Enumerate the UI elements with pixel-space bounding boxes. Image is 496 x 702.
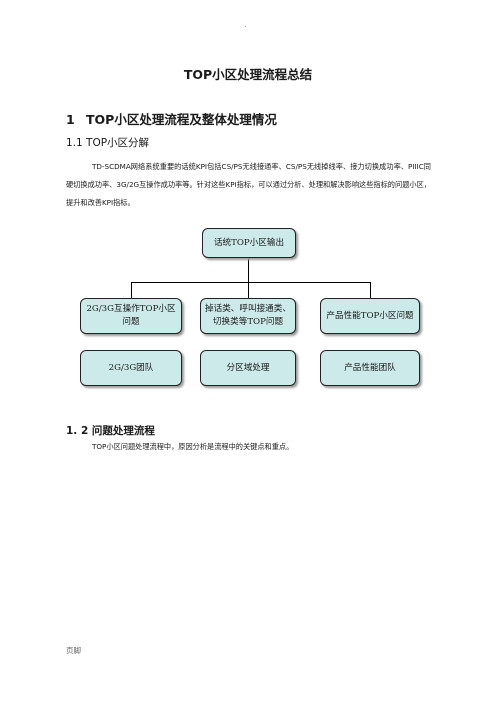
- box-2g3g-team: 2G/3G团队: [80, 350, 182, 386]
- section-1-title: TOP小区处理流程及整体处理情况: [86, 112, 277, 127]
- section-1-number: 1: [66, 112, 75, 127]
- box-regional-processing: 分区域处理: [200, 350, 296, 386]
- section-1-heading: 1 TOP小区处理流程及整体处理情况: [66, 109, 277, 128]
- box-product-performance-team: 产品性能团队: [320, 350, 420, 386]
- connector-horizontal: [131, 282, 371, 283]
- box-product-performance-problems: 产品性能TOP小区问题: [320, 298, 420, 334]
- connector-root-down: [248, 258, 249, 282]
- connector-middle-drop: [248, 282, 249, 298]
- page-footer: 页脚: [66, 646, 81, 655]
- box-2g3g-interop-problems: 2G/3G互操作TOP小区问题: [80, 298, 182, 334]
- box-drop-call-handover-problems: 掉话类、呼叫接通类、切换类等TOP问题: [200, 298, 296, 334]
- section-1-2-heading: 1. 2 问题处理流程: [66, 425, 155, 437]
- document-title: TOP小区处理流程总结: [183, 67, 313, 82]
- connector-left-drop: [131, 282, 132, 298]
- paragraph-kpi-overview: TD-SCDMA网络系统重要的话统KPI包括CS/PS无线接通率、CS/PS无线…: [66, 162, 431, 207]
- header-mark: .: [244, 20, 247, 29]
- box-top-cell-output: 话统TOP小区输出: [202, 228, 296, 258]
- paragraph-flow-key-point: TOP小区问题处理流程中，原因分析是流程中的关键点和重点。: [92, 442, 294, 451]
- connector-right-drop: [370, 282, 371, 298]
- section-1-1-heading: 1.1 TOP小区分解: [66, 137, 150, 149]
